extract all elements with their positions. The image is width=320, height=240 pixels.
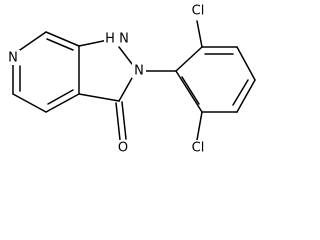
bond-c3-o-double xyxy=(121,101,127,140)
chlorine-top: Cl xyxy=(186,3,210,19)
pyrazole-nh-nitrogen: H N xyxy=(104,31,134,47)
chemical-structure-diagram: N H N N Cl Cl O xyxy=(6,3,256,156)
bond-c7-n6 xyxy=(16,31,47,53)
bond-n1-n2 xyxy=(118,46,133,65)
bond-c6p-c1p-double xyxy=(181,76,200,105)
bond-c3-c3a xyxy=(78,93,120,102)
bond-c6p-c1p xyxy=(175,70,203,113)
pyridine-nitrogen: N xyxy=(6,50,20,66)
bond-c3p-c4p xyxy=(236,46,256,81)
pyrazole-n2-label: N xyxy=(134,64,144,79)
pyridine-ring xyxy=(12,31,80,113)
pyridine-nitrogen-label: N xyxy=(8,51,18,66)
pyrazole-n2-nitrogen: N xyxy=(132,63,146,79)
bond-c4-c3a xyxy=(45,93,80,113)
pyrazolone-ring xyxy=(78,39,133,141)
bond-c2p-cl xyxy=(196,20,203,48)
carbonyl-oxygen-label: O xyxy=(118,141,128,156)
bond-c3-o xyxy=(115,102,121,141)
chlorine-bottom-label: Cl xyxy=(192,141,205,156)
bond-c4p-c5p xyxy=(236,79,256,113)
bond-c5-c4 xyxy=(12,93,47,113)
bond-c1p-c2p xyxy=(175,46,203,72)
bond-c6p-cl xyxy=(196,111,203,141)
dichlorophenyl-ring xyxy=(142,20,256,141)
pyrazole-nh-label: N xyxy=(119,32,129,47)
bond-c4-c3a-double xyxy=(47,89,74,105)
carbonyl-oxygen: O xyxy=(116,140,131,156)
chlorine-bottom: Cl xyxy=(186,140,210,156)
pyrazole-h-label: H xyxy=(105,32,115,47)
bond-n2-c3 xyxy=(118,77,133,102)
bond-c7a-n1 xyxy=(78,39,109,47)
chlorine-top-label: Cl xyxy=(192,4,205,19)
bond-c7-c7-double xyxy=(46,38,74,51)
atom-labels: N H N N Cl Cl O xyxy=(6,3,210,156)
bond-c4p-c5p-double xyxy=(232,79,249,106)
bond-c7a-c7 xyxy=(45,31,80,47)
